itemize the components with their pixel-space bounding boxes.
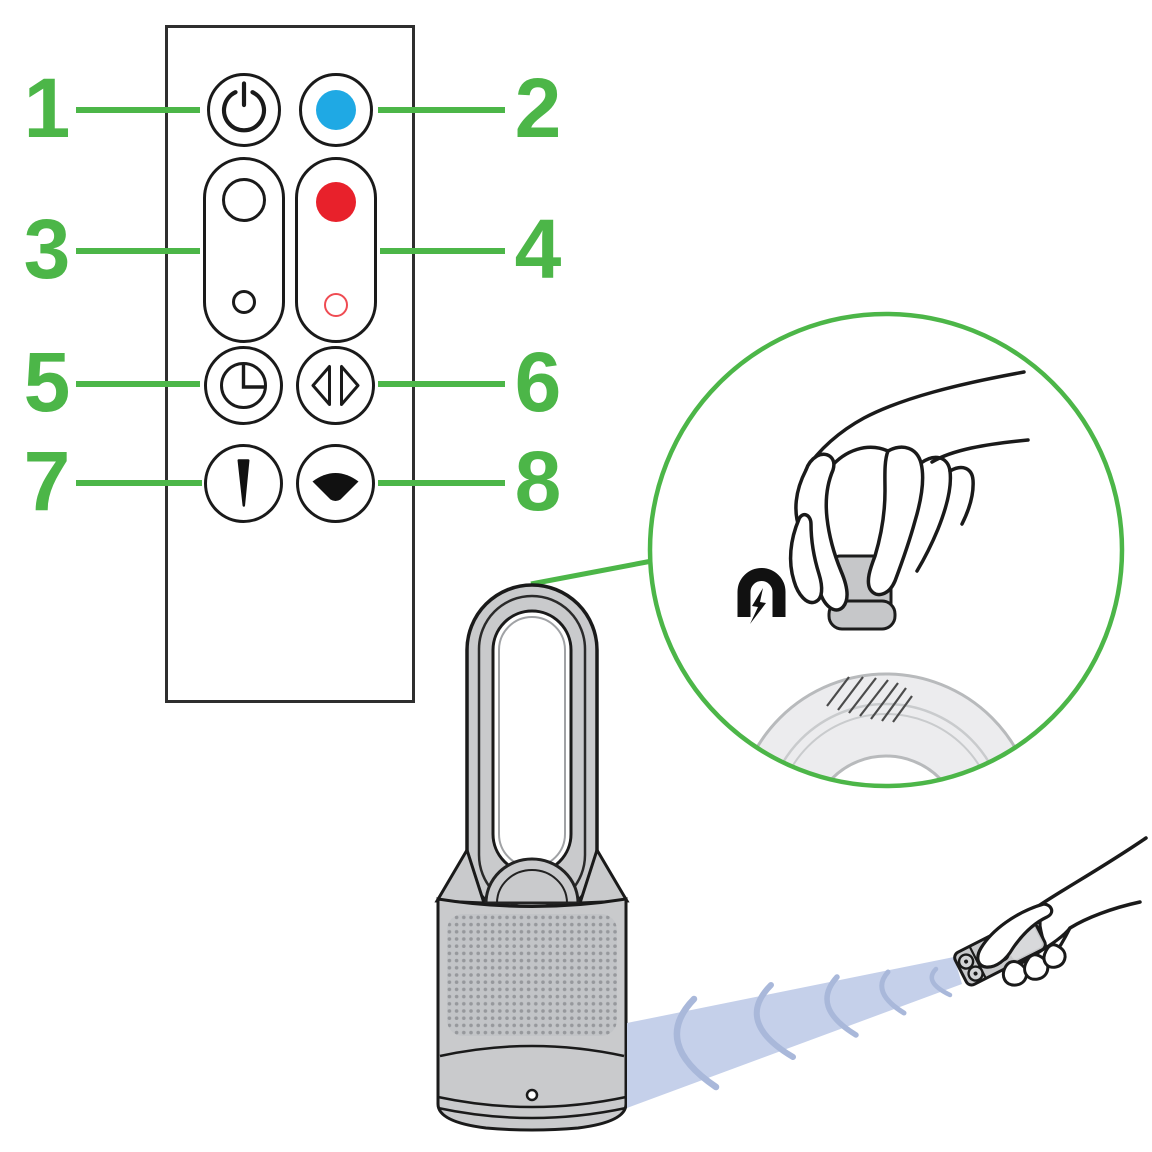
- large-small-circle-rocker: [203, 157, 285, 343]
- remote-control-panel: [165, 25, 415, 703]
- wide-beam-icon: [312, 473, 359, 501]
- inset-thumb: [788, 512, 824, 605]
- timer-button: [204, 346, 283, 425]
- callout-number-8: 8: [514, 434, 562, 528]
- wide-beam-button: [296, 444, 375, 523]
- leader-line-6: [378, 381, 505, 387]
- red-dot-icon: [316, 182, 356, 222]
- inset-circle-border: [647, 311, 1125, 789]
- thumb: [976, 902, 1054, 969]
- blue-dot-icon: [316, 90, 356, 130]
- callout-number-4: 4: [514, 202, 562, 296]
- callout-number-6: 6: [514, 335, 562, 429]
- power-button: [207, 73, 281, 147]
- callout-number-7: 7: [23, 434, 71, 528]
- narrow-beam-icon: [237, 459, 250, 507]
- leader-line-1: [76, 107, 200, 113]
- hand-with-remote: [953, 836, 1148, 987]
- leader-line-2: [378, 107, 505, 113]
- inset-leader-line: [530, 558, 653, 587]
- magnet-icon: [737, 568, 786, 624]
- remote-signal-beam: [627, 957, 962, 1108]
- loop-top-closeup: [734, 672, 1038, 786]
- fingertip: [1001, 960, 1028, 987]
- large-circle-icon: [222, 178, 266, 222]
- callout-number-3: 3: [23, 202, 71, 296]
- red-ring-icon: [324, 293, 348, 317]
- beam-cone: [627, 957, 962, 1108]
- ir-sensor-dot: [525, 1088, 539, 1102]
- small-circle-icon: [232, 290, 256, 314]
- red-dot-rocker: [295, 157, 377, 343]
- oscillation-button: [296, 346, 375, 425]
- leader-line-5: [76, 381, 200, 387]
- narrow-beam-button: [204, 444, 283, 523]
- callout-number-1: 1: [23, 61, 71, 155]
- leader-line-3: [76, 248, 200, 254]
- leader-line-4: [380, 248, 505, 254]
- signal-arcs: [673, 966, 953, 1091]
- inset-magnified-view: [647, 311, 1125, 789]
- timer-icon: [220, 362, 267, 409]
- fan-base: [436, 897, 628, 1132]
- leader-line-8: [378, 480, 505, 486]
- callout-number-5: 5: [23, 335, 71, 429]
- oscillation-icon: [311, 365, 360, 406]
- power-icon: [221, 81, 267, 133]
- loop-collar: [484, 857, 580, 905]
- forearm-line: [1038, 836, 1148, 907]
- tower-fan: [434, 583, 630, 1132]
- blue-dot-button: [299, 73, 373, 147]
- inset-hand: [788, 370, 1030, 631]
- magnet-dock-hatching: [826, 676, 913, 723]
- callout-number-2: 2: [514, 61, 562, 155]
- leader-line-7: [76, 480, 202, 486]
